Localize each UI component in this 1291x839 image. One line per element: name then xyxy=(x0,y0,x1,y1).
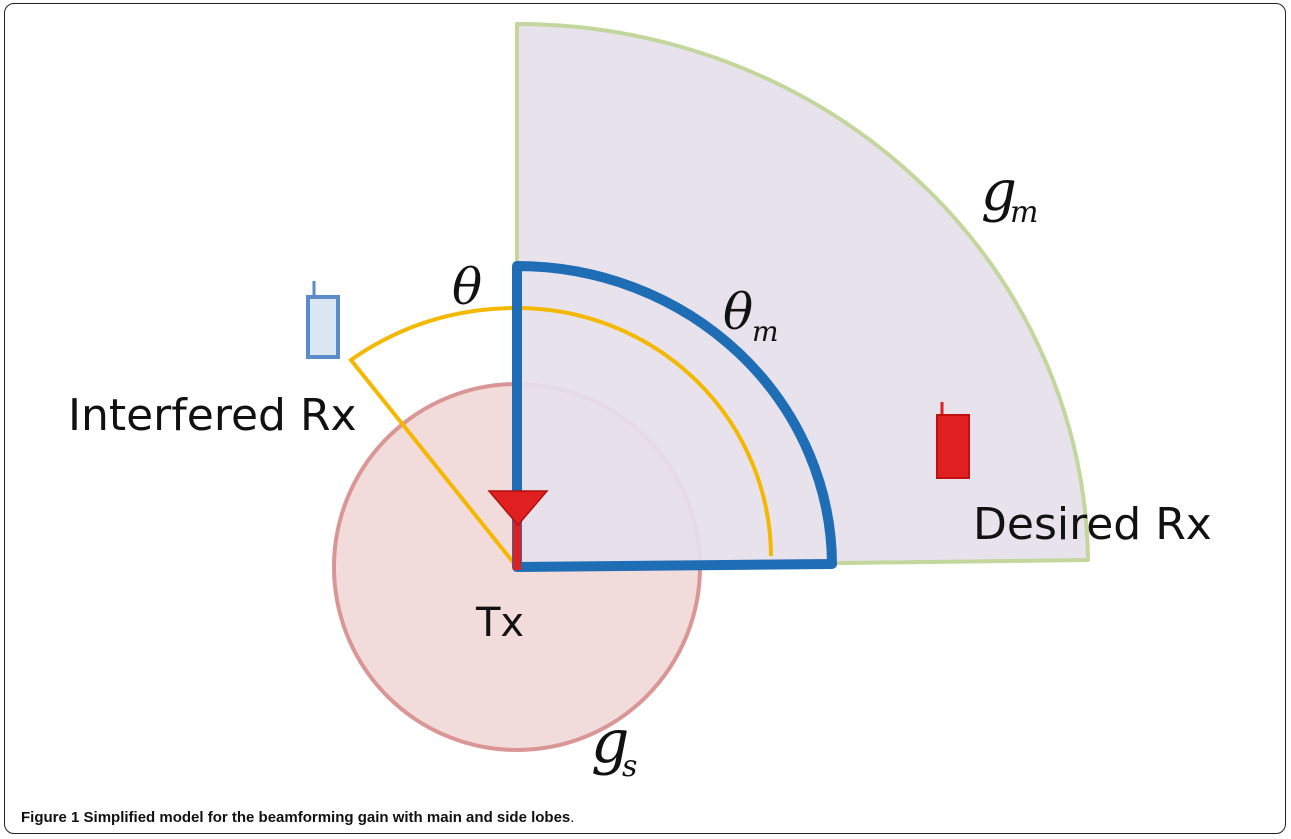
interfered-rx-label: Interfered Rx xyxy=(68,390,357,441)
g-m-label: g m xyxy=(981,159,1038,230)
theta-angle-arc xyxy=(348,305,773,569)
tx-antenna-icon xyxy=(487,490,549,570)
g-m-subscript: m xyxy=(1010,195,1038,230)
figure-caption-text: Simplified model for the beamforming gai… xyxy=(83,809,571,826)
figure-frame: Interfered Rx Desired Rx Tx θ θ m g m g … xyxy=(4,3,1286,834)
g-m-base: g xyxy=(981,159,1017,224)
theta-m-subscript: m xyxy=(752,315,779,348)
theta-m-base: θ xyxy=(723,283,753,341)
beamforming-diagram: Interfered Rx Desired Rx Tx θ θ m g m g … xyxy=(68,22,1212,784)
desired-rx-device-icon xyxy=(936,402,970,479)
caption-end: . xyxy=(570,809,575,826)
figure-caption: Figure 1 Simplified model for the beamfo… xyxy=(21,809,574,826)
g-s-subscript: s xyxy=(622,749,637,784)
g-s-base: g xyxy=(591,707,629,777)
main-lobe-sector xyxy=(515,22,1090,569)
beamwidth-sector xyxy=(512,261,837,572)
g-s-label: g s xyxy=(591,707,637,784)
theta-m-label: θ m xyxy=(723,283,779,348)
tx-label: Tx xyxy=(475,600,524,646)
theta-label: θ xyxy=(452,258,482,316)
figure-number: Figure 1 xyxy=(21,809,80,826)
interfered-rx-device-icon xyxy=(306,281,340,359)
desired-rx-label: Desired Rx xyxy=(973,499,1212,550)
